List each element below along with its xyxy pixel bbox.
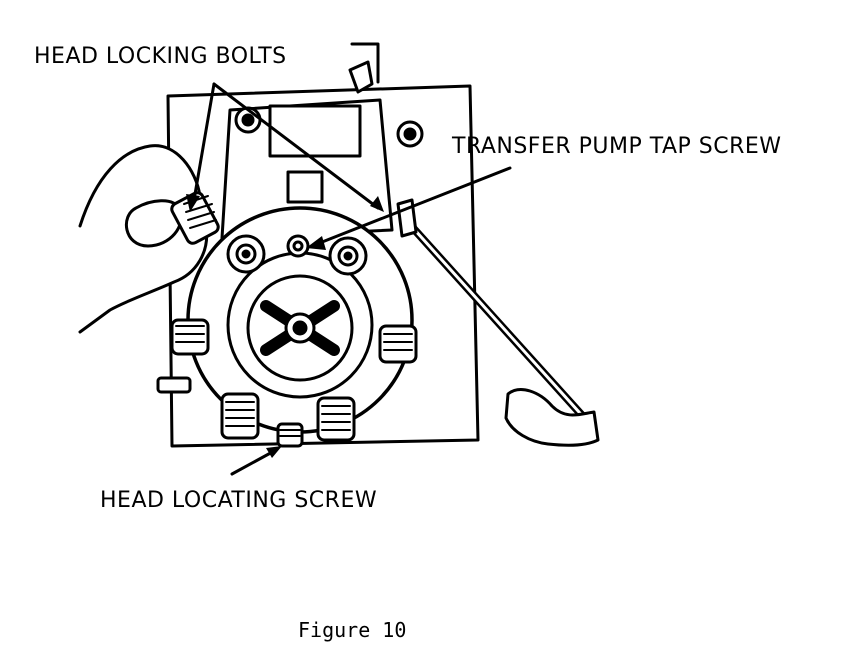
left-hand-thumb — [125, 199, 183, 248]
delivery-fitting-left — [170, 318, 210, 356]
hand-held-bolt — [170, 191, 220, 245]
leader-locking-left — [192, 82, 216, 202]
side-fitting — [156, 376, 192, 394]
delivery-fitting-bottom-left — [220, 392, 260, 440]
head-locating-screw-label: HEAD LOCATING SCREW — [100, 488, 378, 513]
head-locating-screw — [276, 422, 304, 448]
screwdriver-shaft-inner — [402, 216, 590, 424]
mount-bolt-top-left — [234, 106, 262, 134]
top-clip — [348, 60, 374, 94]
leader-tap-screw — [310, 166, 512, 248]
head-locking-bolt-right — [328, 236, 368, 276]
leader-locating-screw — [230, 448, 278, 476]
arrow-locking-left — [186, 194, 200, 212]
head-locking-bolts-label: HEAD LOCKING BOLTS — [34, 44, 287, 69]
arrow-tap-screw — [306, 236, 326, 250]
upper-block — [268, 104, 362, 158]
arrow-locking-right — [370, 196, 384, 212]
mount-tab — [286, 170, 324, 204]
rotor-cross — [260, 300, 340, 356]
leader-lines — [192, 82, 512, 476]
figure-caption: Figure 10 — [298, 618, 407, 642]
bracket-line — [350, 42, 380, 84]
delivery-fitting-bottom-right — [316, 396, 356, 442]
head-locking-bolt-left — [226, 234, 266, 274]
leader-locking-right — [212, 82, 380, 210]
transfer-pump-tap-screw-label: TRANSFER PUMP TAP SCREW — [452, 134, 782, 159]
delivery-fitting-right — [378, 324, 418, 364]
arrow-locating-screw — [266, 446, 282, 458]
transfer-pump-tap-screw — [286, 234, 310, 258]
mount-bolt-top-right — [396, 120, 424, 148]
right-hand — [504, 388, 600, 447]
